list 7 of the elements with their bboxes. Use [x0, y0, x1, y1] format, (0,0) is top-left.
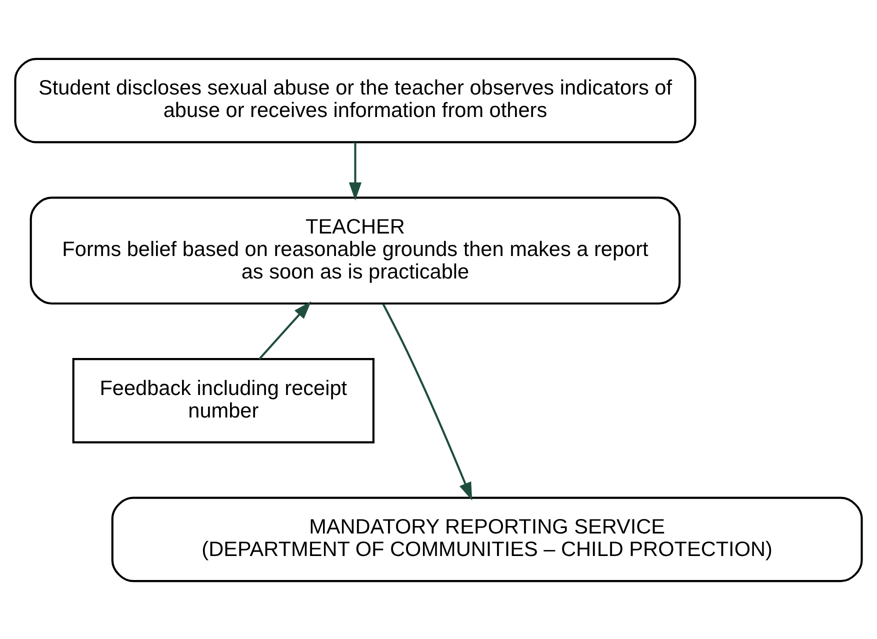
node-box: MANDATORY REPORTING SERVICE (DEPARTMENT OF COMMUNITIES – CHILD PROTECTION): [111, 496, 863, 582]
arrow: [348, 142, 362, 200]
arrow: [382, 303, 472, 500]
node-box: TEACHER Forms belief based on reasonable grounds then makes a report as soon as is practicable: [30, 196, 681, 304]
node-box: Feedback including receipt number: [72, 357, 374, 443]
arrow: [258, 300, 312, 360]
node-box: Student discloses sexual abuse or the teacher observes indicators of abuse or receives information from others: [14, 57, 696, 143]
